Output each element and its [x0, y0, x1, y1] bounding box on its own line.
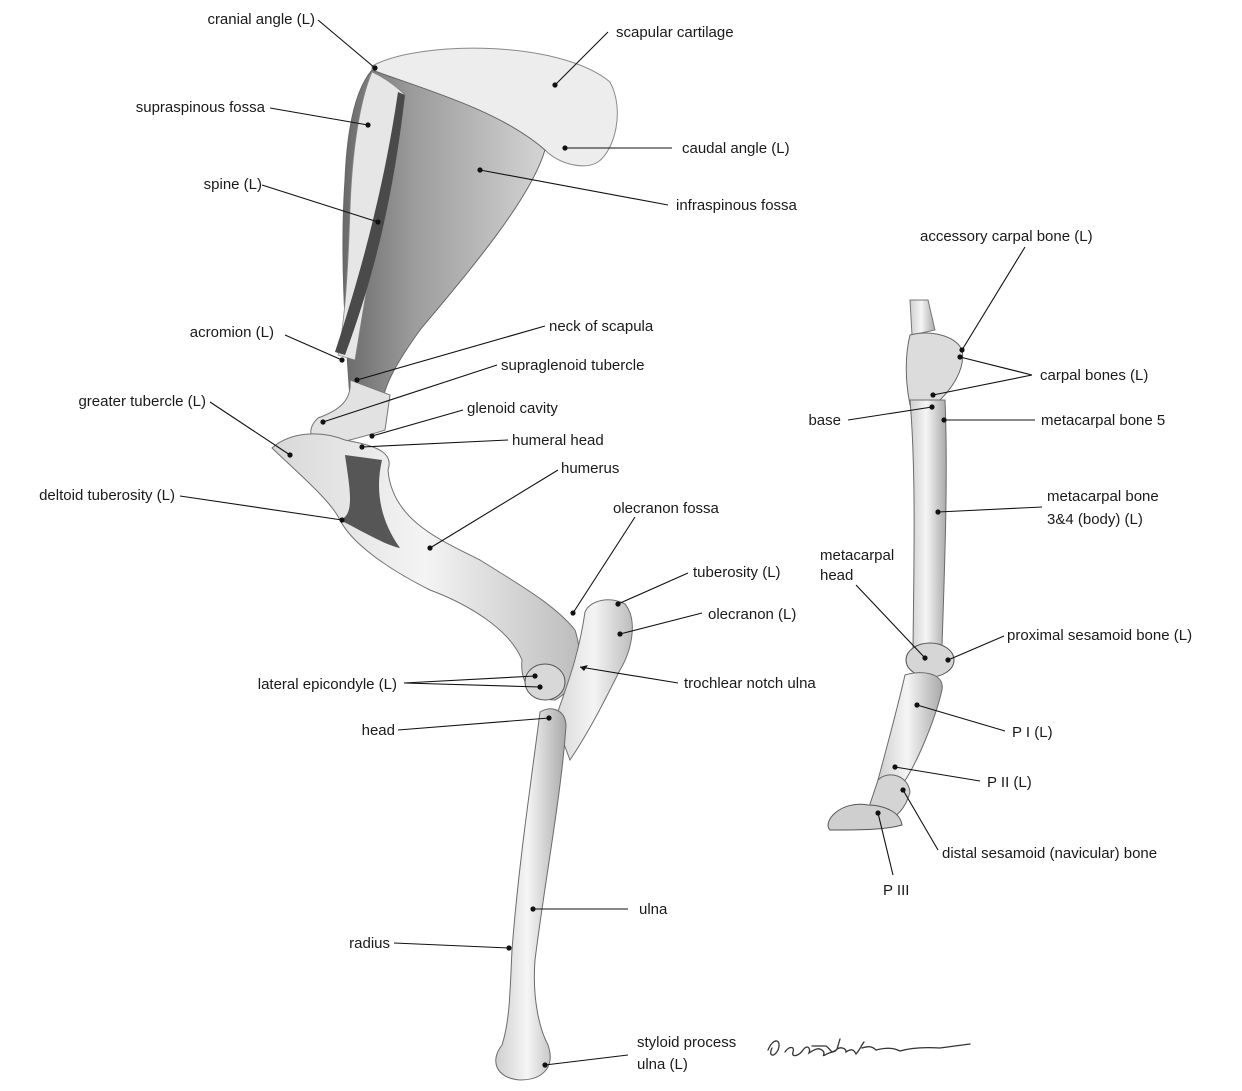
label-supraglenoid-tubercle: supraglenoid tubercle — [501, 357, 644, 374]
label-glenoid-cavity: glenoid cavity — [467, 400, 558, 417]
label-tuberosity: tuberosity (L) — [693, 564, 781, 581]
label-p1: P I (L) — [1012, 724, 1053, 741]
humerus-shape — [272, 434, 579, 700]
metacarpal-shape — [910, 400, 946, 648]
label-styloid-process-line2: ulna (L) — [637, 1056, 688, 1073]
label-metacarpal-head-line2: head — [820, 567, 853, 584]
distal-radius-stub — [910, 300, 935, 335]
label-spine: spine (L) — [204, 176, 262, 193]
label-carpal-bones: carpal bones (L) — [1040, 367, 1148, 384]
label-p2: P II (L) — [987, 774, 1032, 791]
radius-shape — [496, 709, 566, 1080]
label-infraspinous-fossa: infraspinous fossa — [676, 197, 798, 214]
lateral-epicondyle-shape — [525, 664, 565, 700]
label-metacarpal-5: metacarpal bone 5 — [1041, 412, 1165, 429]
manus — [828, 300, 963, 830]
label-accessory-carpal: accessory carpal bone (L) — [920, 228, 1093, 245]
label-p3: P III — [883, 882, 909, 899]
label-olecranon: olecranon (L) — [708, 606, 796, 623]
label-lateral-epicondyle: lateral epicondyle (L) — [258, 676, 397, 693]
label-metacarpal-head-line1: metacarpal — [820, 547, 894, 564]
label-metacarpal-34-line1: metacarpal bone — [1047, 488, 1159, 505]
phalanx-1-shape — [878, 673, 942, 790]
artist-signature — [768, 1039, 970, 1056]
label-cranial-angle: cranial angle (L) — [207, 11, 315, 28]
label-caudal-angle: caudal angle (L) — [682, 140, 790, 157]
label-metacarpal-34-line2: 3&4 (body) (L) — [1047, 511, 1143, 528]
label-head: head — [362, 722, 395, 739]
label-ulna: ulna — [639, 901, 668, 918]
labels-right: accessory carpal bone (L) carpal bones (… — [808, 228, 1192, 899]
label-acromion: acromion (L) — [190, 324, 274, 341]
label-styloid-process-line1: styloid process — [637, 1034, 736, 1051]
label-humeral-head: humeral head — [512, 432, 604, 449]
humerus — [272, 434, 579, 700]
label-base: base — [808, 412, 841, 429]
label-deltoid-tuberosity: deltoid tuberosity (L) — [39, 487, 175, 504]
label-proximal-sesamoid: proximal sesamoid bone (L) — [1007, 627, 1192, 644]
scapula — [311, 48, 618, 445]
label-trochlear-notch: trochlear notch ulna — [684, 675, 816, 692]
label-humerus: humerus — [561, 460, 619, 477]
label-neck-of-scapula: neck of scapula — [549, 318, 654, 335]
label-supraspinous-fossa: supraspinous fossa — [136, 99, 266, 116]
label-distal-sesamoid: distal sesamoid (navicular) bone — [942, 845, 1157, 862]
label-scapular-cartilage: scapular cartilage — [616, 24, 734, 41]
label-greater-tubercle: greater tubercle (L) — [78, 393, 206, 410]
label-olecranon-fossa: olecranon fossa — [613, 500, 720, 517]
label-radius: radius — [349, 935, 390, 952]
